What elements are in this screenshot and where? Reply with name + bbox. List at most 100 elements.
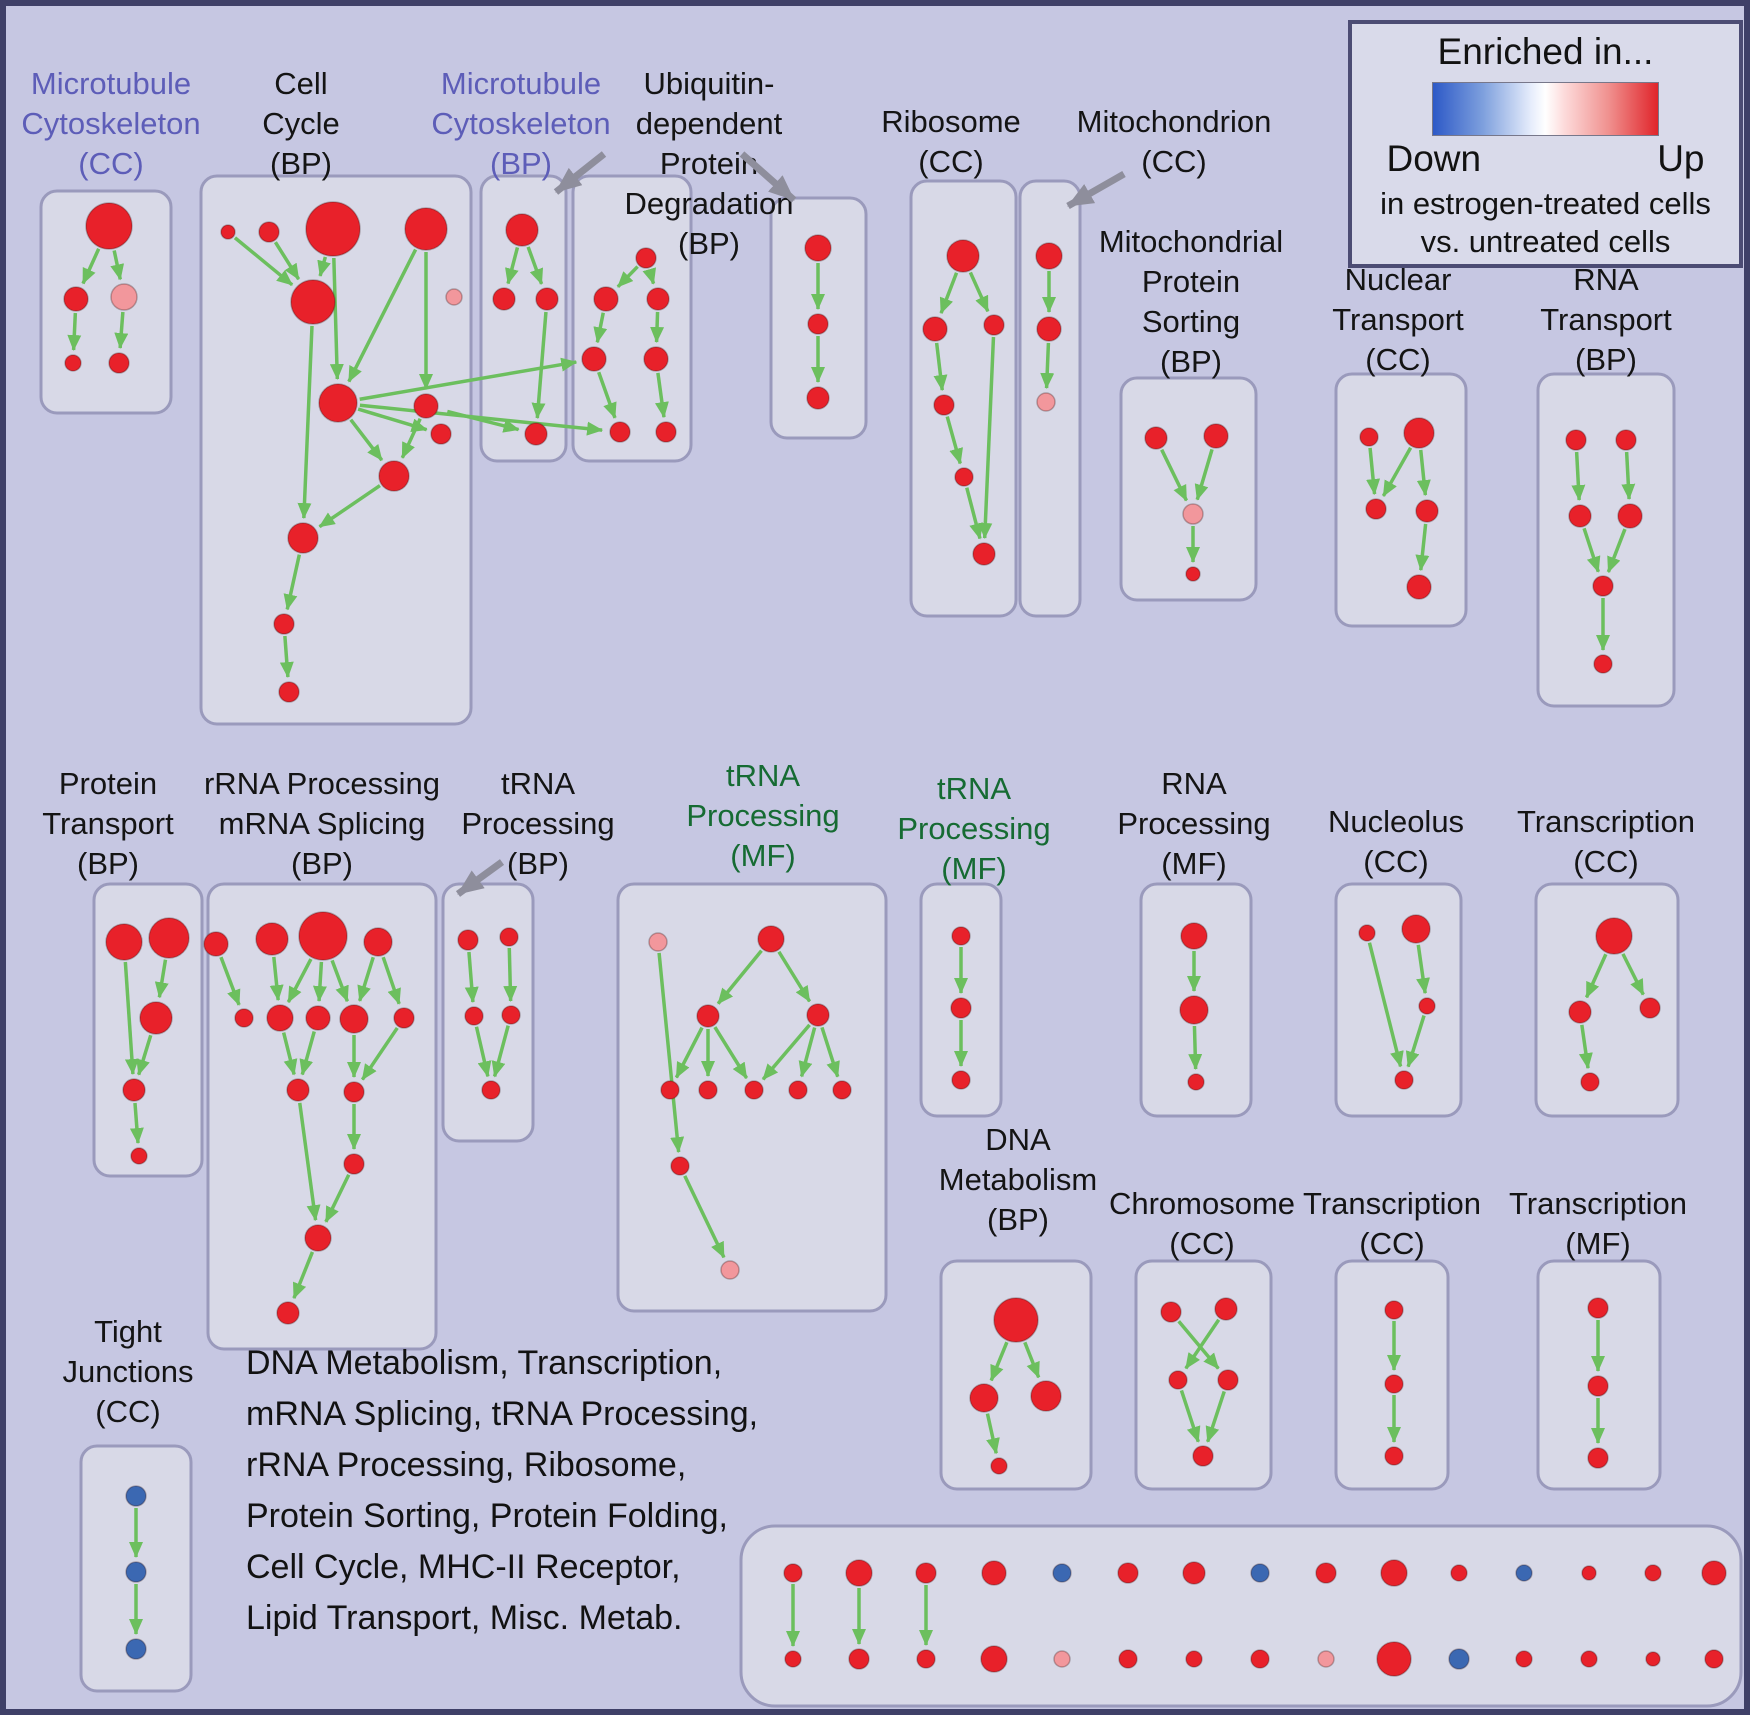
group-label-trna-processing-mf-small: tRNA bbox=[937, 771, 1011, 806]
edge-arrow bbox=[1416, 449, 1431, 497]
go-term-node bbox=[950, 997, 972, 1019]
go-term-node bbox=[1645, 1651, 1661, 1667]
edge-arrow bbox=[1405, 1015, 1426, 1068]
edge-arrow bbox=[1160, 448, 1189, 502]
misc-line-1: DNA Metabolism, Transcription, bbox=[246, 1344, 723, 1382]
edge-arrow bbox=[81, 248, 101, 285]
go-term-node bbox=[783, 1563, 803, 1583]
go-term-node bbox=[1179, 995, 1209, 1025]
go-term-node bbox=[1182, 1561, 1206, 1585]
go-term-node bbox=[535, 287, 559, 311]
go-term-node bbox=[1704, 1649, 1724, 1669]
edge-arrow bbox=[67, 312, 82, 352]
group-label-transcription-mf: (MF) bbox=[1565, 1226, 1630, 1261]
edge-arrow bbox=[505, 246, 520, 285]
edge-arrow bbox=[357, 956, 375, 1002]
go-term-node bbox=[1515, 1564, 1533, 1582]
go-term-node bbox=[1587, 1375, 1609, 1397]
edge-arrow bbox=[273, 241, 301, 281]
go-term-node bbox=[1581, 1565, 1597, 1581]
misc-line-5: Cell Cycle, MHC-II Receptor, bbox=[246, 1548, 681, 1586]
go-term-node bbox=[499, 927, 519, 947]
group-label-transcription-mf: Transcription bbox=[1509, 1186, 1687, 1221]
misc-cluster-list: DNA Metabolism, Transcription, mRNA Spli… bbox=[246, 1338, 758, 1644]
edge-arrow bbox=[820, 1026, 840, 1078]
go-term-node bbox=[1406, 574, 1432, 600]
go-term-node bbox=[670, 1156, 690, 1176]
go-term-node bbox=[1052, 1563, 1072, 1583]
go-term-node bbox=[1203, 423, 1229, 449]
go-term-node bbox=[1214, 1297, 1238, 1321]
go-term-node bbox=[784, 1650, 802, 1668]
edge-arrow bbox=[642, 267, 657, 285]
group-label-nuclear-transport-cc: (CC) bbox=[1365, 342, 1430, 377]
go-term-node bbox=[1580, 1072, 1600, 1092]
edge-arrow bbox=[474, 1026, 492, 1078]
edge-arrow bbox=[269, 956, 284, 1002]
go-term-node bbox=[969, 1383, 999, 1413]
legend-up-label: Up bbox=[1657, 138, 1705, 179]
edge-arrow bbox=[503, 947, 518, 1003]
go-term-node bbox=[698, 1080, 718, 1100]
go-term-node bbox=[105, 923, 143, 961]
edge-arrow bbox=[1194, 448, 1214, 501]
edge-arrow bbox=[292, 1251, 315, 1300]
go-term-node bbox=[63, 286, 89, 312]
go-term-node bbox=[1036, 392, 1056, 412]
go-term-node bbox=[832, 1080, 852, 1100]
edge-arrow bbox=[1366, 447, 1381, 496]
go-term-node bbox=[393, 1007, 415, 1029]
group-label-trna-processing-mf-small: (MF) bbox=[941, 851, 1006, 886]
go-term-node bbox=[1448, 1648, 1470, 1670]
go-term-node bbox=[1365, 498, 1387, 520]
go-term-node bbox=[806, 1003, 830, 1027]
edge-arrow bbox=[1023, 1341, 1041, 1379]
go-term-node bbox=[1639, 997, 1661, 1019]
go-term-node bbox=[1565, 429, 1587, 451]
edge-arrow bbox=[400, 418, 422, 459]
edge-arrow bbox=[716, 949, 763, 1005]
group-box-rrna-processing-mrna-splicing-bp bbox=[206, 882, 438, 1351]
edge-arrow bbox=[657, 952, 685, 1154]
go-term-node bbox=[290, 279, 336, 325]
group-box-cell-cycle-bp bbox=[199, 174, 473, 726]
group-label-ubiquitin-dependent-protein-degradation-bp: Degradation bbox=[625, 186, 794, 221]
go-term-node bbox=[1415, 499, 1439, 523]
go-term-node bbox=[305, 1005, 331, 1031]
go-term-node bbox=[1030, 1380, 1062, 1412]
go-term-node bbox=[505, 213, 539, 247]
group-label-transcription-cc-lower: (CC) bbox=[1359, 1226, 1424, 1261]
go-term-node bbox=[343, 1081, 365, 1103]
group-box-microtubule-cytoskeleton-bp bbox=[479, 174, 568, 463]
go-term-node bbox=[1144, 426, 1168, 450]
group-label-mitochondrial-protein-sorting-bp: Protein bbox=[1142, 264, 1240, 299]
group-label-ubiquitin-dependent-protein-degradation-bp: dependent bbox=[636, 106, 783, 141]
group-box-ribosome-cc bbox=[909, 179, 1018, 618]
go-term-node bbox=[983, 314, 1005, 336]
go-term-node bbox=[64, 354, 82, 372]
edge-arrow bbox=[1367, 942, 1404, 1068]
group-label-nuclear-transport-cc: Transport bbox=[1332, 302, 1464, 337]
group-label-transcription-cc-upper: (CC) bbox=[1573, 844, 1638, 879]
go-term-node bbox=[609, 421, 631, 443]
edge-arrow bbox=[654, 372, 669, 419]
go-term-node bbox=[1185, 566, 1201, 582]
go-term-node bbox=[646, 287, 670, 311]
go-term-node bbox=[278, 681, 300, 703]
group-label-microtubule-cytoskeleton-cc: Microtubule bbox=[31, 66, 191, 101]
edge-arrow bbox=[1621, 451, 1636, 501]
go-term-node bbox=[1180, 922, 1208, 950]
label-pointer-arrow-icon bbox=[553, 151, 607, 195]
group-label-microtubule-cytoskeleton-bp: Cytoskeleton bbox=[431, 106, 610, 141]
group-box-dna-metabolism-bp bbox=[939, 1259, 1093, 1491]
edge-arrow bbox=[1184, 1318, 1221, 1370]
go-term-node bbox=[1580, 1650, 1598, 1668]
edge-arrow bbox=[713, 1026, 749, 1080]
go-term-node bbox=[635, 247, 657, 269]
go-term-node bbox=[1595, 917, 1633, 955]
go-term-node bbox=[916, 1649, 936, 1669]
edge-arrow bbox=[650, 311, 665, 344]
go-term-node bbox=[1182, 503, 1204, 525]
group-label-ribosome-cc: (CC) bbox=[918, 144, 983, 179]
go-enrichment-network-diagram: MicrotubuleCytoskeleton(CC)CellCycle(BP)… bbox=[21, 66, 1743, 1708]
